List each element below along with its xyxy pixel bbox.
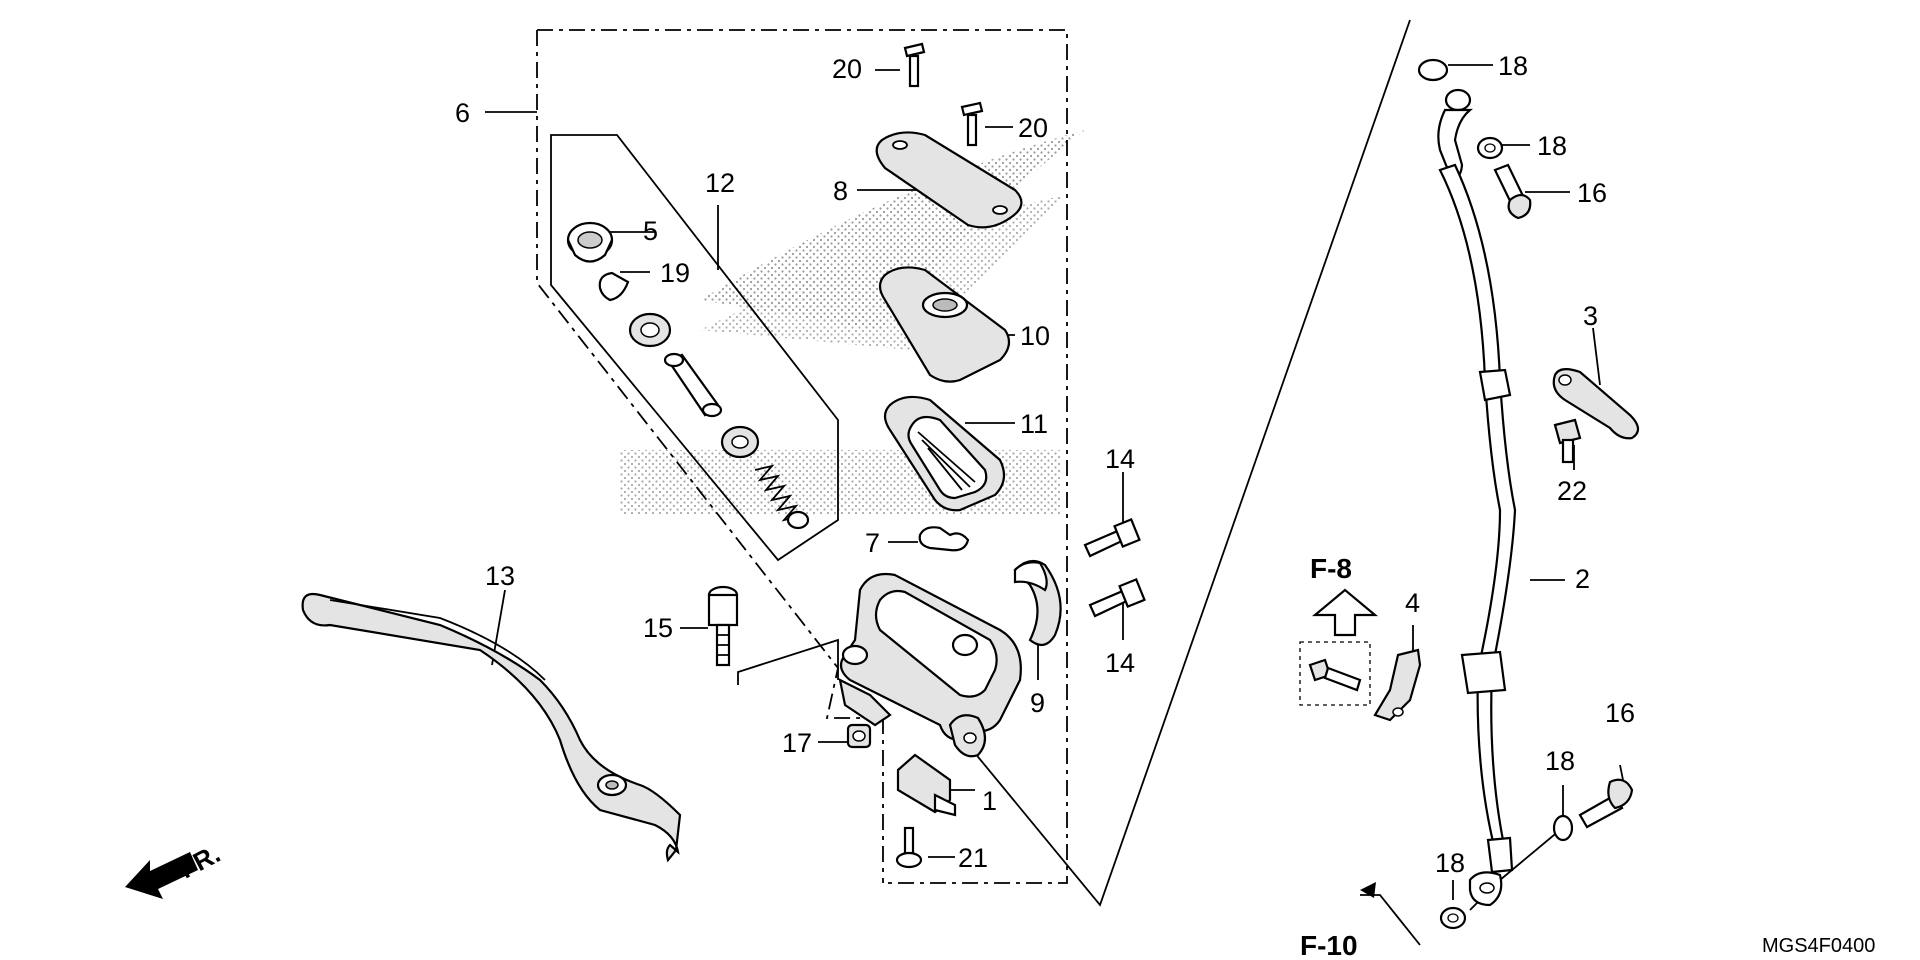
diagram-code: MGS4F0400: [1762, 935, 1875, 957]
ref-f10: F-10: [1300, 930, 1358, 960]
callout-21: 21: [958, 843, 988, 873]
callout-20-top: 20: [832, 54, 862, 84]
bolt-16-bottom: [1578, 778, 1634, 829]
front-arrow-icon: [125, 852, 198, 899]
callout-9: 9: [1030, 688, 1045, 718]
bolt-14-upper: [1083, 517, 1141, 558]
callout-6: 6: [455, 98, 470, 128]
pivot-bolt-15: [707, 585, 739, 667]
bolt-16-top: [1493, 163, 1532, 220]
callout-22: 22: [1557, 476, 1587, 506]
callout-16-bottom: 16: [1605, 698, 1635, 728]
callout-5: 5: [643, 216, 658, 246]
callout-18-a: 18: [1498, 51, 1528, 81]
bolt-22: [1553, 418, 1582, 464]
master-cylinder-body: [838, 572, 1022, 758]
callout-17: 17: [782, 728, 812, 758]
callout-3: 3: [1583, 301, 1598, 331]
switch-1: [896, 753, 957, 817]
piston: [663, 352, 723, 418]
bolt-14-lower: [1088, 577, 1146, 618]
callout-11: 11: [1020, 409, 1048, 439]
brake-lever-13: [301, 592, 682, 863]
ref-f8: F-8: [1310, 553, 1352, 584]
reservoir-cap: [875, 131, 1023, 229]
screw-21: [895, 826, 923, 869]
callout-20-right: 20: [1018, 113, 1048, 143]
piston-seal: [628, 312, 672, 348]
callout-7: 7: [865, 528, 880, 558]
brake-hose-2: [1417, 58, 1517, 907]
holder-9: [1013, 559, 1062, 647]
diaphragm-plate: [878, 266, 1011, 383]
callout-14-upper: 14: [1105, 444, 1135, 474]
callout-19: 19: [660, 258, 690, 288]
leader-lines: [485, 19, 1626, 946]
cup-seal: [720, 425, 760, 459]
watermark: [620, 130, 1085, 515]
up-arrow-icon: [1311, 588, 1379, 637]
clip-7: [918, 526, 970, 552]
callout-16-top: 16: [1577, 178, 1607, 208]
diaphragm: [883, 395, 1006, 512]
ref-bolt: [1308, 658, 1362, 692]
bracket-3: [1552, 368, 1640, 440]
bracket-4: [1373, 648, 1422, 722]
callout-13: 13: [485, 561, 515, 591]
circlip-19: [598, 271, 630, 302]
parts: [125, 42, 1640, 930]
callout-4: 4: [1405, 588, 1420, 618]
screw-20-right: [960, 101, 984, 147]
callout-1: 1: [982, 786, 997, 816]
callout-12: 12: [705, 168, 735, 198]
boot-5: [566, 221, 614, 263]
callout-18-b: 18: [1537, 131, 1567, 161]
callout-2: 2: [1575, 564, 1590, 594]
callout-14-lower: 14: [1105, 648, 1135, 678]
callout-18-c: 18: [1545, 746, 1575, 776]
callout-10: 10: [1020, 321, 1050, 351]
nut-17: [846, 723, 872, 749]
callout-15: 15: [643, 613, 673, 643]
callout-18-d: 18: [1435, 848, 1465, 878]
down-arrow-icon: [1360, 882, 1376, 898]
screw-20-top: [903, 42, 926, 88]
spring: [754, 464, 810, 530]
callout-8: 8: [833, 176, 848, 206]
